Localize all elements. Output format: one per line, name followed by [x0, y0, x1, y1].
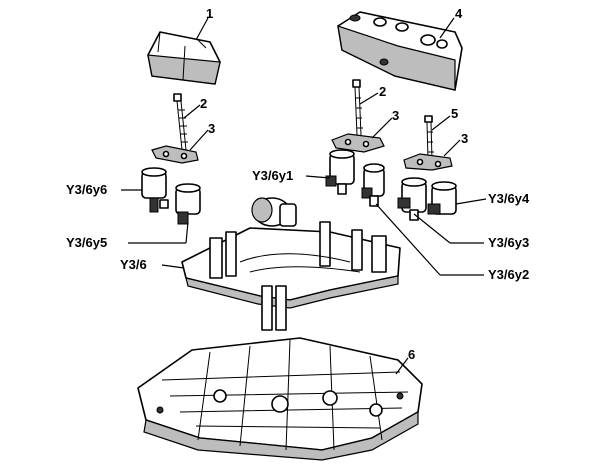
solenoid-y3-6y6 [141, 167, 169, 213]
callout-3-right: 3 [461, 131, 468, 146]
solenoid-y3-6y5 [175, 183, 201, 225]
callout-4: 4 [455, 6, 463, 21]
clip-3-middle [331, 133, 385, 153]
part-1-cover [147, 31, 221, 85]
callout-5: 5 [451, 106, 458, 121]
label-y3-6y4: Y3/6y4 [488, 191, 530, 206]
callout-3-middle: 3 [392, 108, 399, 123]
bolt-2-left [173, 93, 188, 151]
label-y3-6y5: Y3/6y5 [66, 235, 107, 250]
label-y3-6y3: Y3/6y3 [488, 235, 529, 250]
label-y3-6y6: Y3/6y6 [66, 182, 107, 197]
valve-body-6 [137, 337, 423, 461]
callout-3-left: 3 [208, 121, 215, 136]
solenoid-y3-6y3 [397, 177, 427, 221]
clip-3-right [403, 153, 453, 171]
solenoid-y3-6y2 [361, 163, 385, 207]
solenoid-y3-6y4 [427, 181, 457, 215]
control-unit-y3-6 [181, 197, 401, 331]
label-y3-6y2: Y3/6y2 [488, 267, 529, 282]
bolt-2-right [352, 79, 363, 136]
label-y3-6y1: Y3/6y1 [252, 168, 293, 183]
clip-3-left [151, 145, 199, 164]
part-4-cover [337, 11, 463, 91]
leader-lines [121, 17, 487, 375]
callout-1: 1 [206, 6, 213, 21]
callout-6: 6 [408, 347, 415, 362]
label-y3-6: Y3/6 [120, 257, 147, 272]
callout-2-left: 2 [200, 96, 207, 111]
callout-2-right: 2 [379, 84, 386, 99]
bolt-5 [424, 115, 434, 161]
solenoid-y3-6y1 [325, 149, 355, 195]
